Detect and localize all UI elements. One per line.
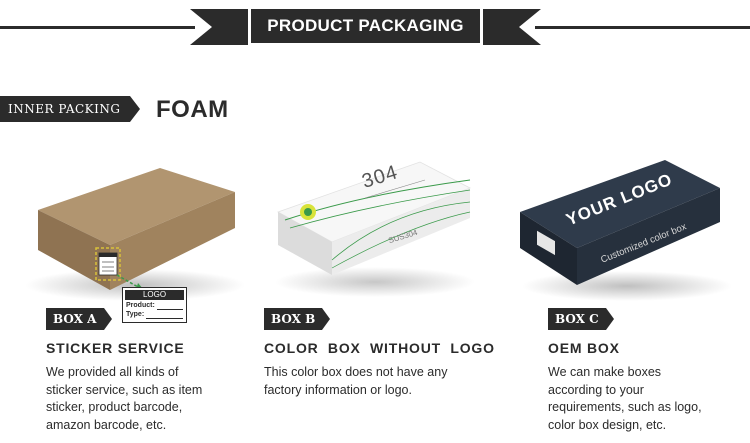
box-c-title: OEM BOX	[548, 340, 620, 356]
header-line-left	[0, 26, 195, 29]
box-c-description: We can make boxes according to your requ…	[548, 365, 702, 432]
sticker-product-line	[156, 303, 183, 310]
sticker-type-line	[146, 312, 183, 319]
kraft-box-illustration	[25, 168, 245, 301]
header-arrow-right	[483, 9, 541, 45]
sticker-detail: LOGO Product: Type:	[122, 287, 187, 323]
box-b-description: This color box does not have any factory…	[264, 365, 448, 397]
sticker-logo: LOGO	[125, 290, 184, 300]
inner-packing-tag: INNER PACKING	[0, 96, 140, 122]
header-arrow-left	[190, 9, 248, 45]
box-c-tag: BOX C	[548, 308, 614, 330]
inner-packing-material: FOAM	[156, 96, 229, 123]
box-a-title: STICKER SERVICE	[46, 340, 185, 356]
white-box-illustration	[275, 161, 475, 297]
header-line-right	[535, 26, 750, 29]
sticker-product-label: Product:	[126, 302, 155, 309]
navy-box-illustration	[520, 160, 732, 301]
sticker-type-label: Type:	[126, 311, 145, 318]
box-a-description: We provided all kinds of sticker service…	[46, 365, 203, 432]
box-b-tag: BOX B	[264, 308, 330, 330]
box-b-title: COLOR BOX WITHOUT LOGO	[264, 340, 495, 356]
box-a-tag: BOX A	[46, 308, 112, 330]
page-title: PRODUCT PACKAGING	[251, 9, 480, 43]
